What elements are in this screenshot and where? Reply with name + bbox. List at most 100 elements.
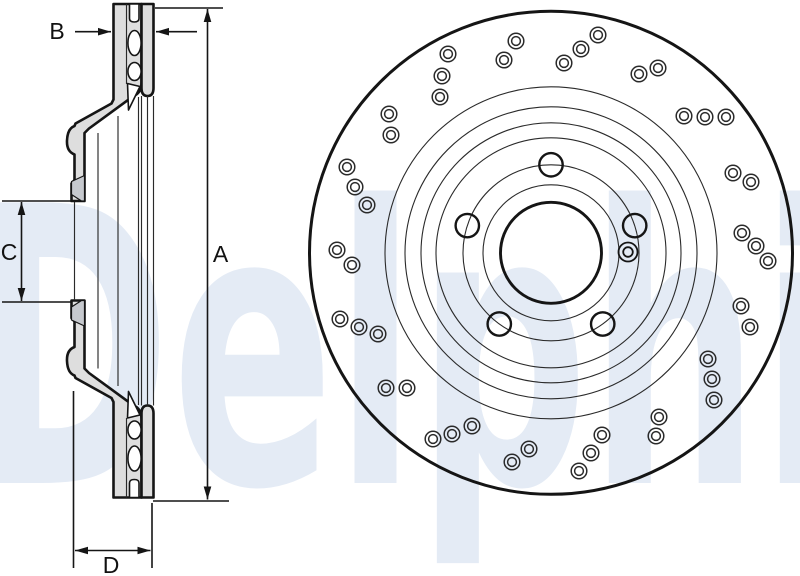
drill-hole-outer [398, 379, 416, 397]
drill-hole-outer [328, 241, 346, 259]
drill-hole-outer [377, 379, 395, 397]
drill-hole-inner [708, 394, 720, 406]
front-view [308, 9, 794, 496]
drill-hole-outer [733, 224, 751, 242]
drill-hole-outer [696, 108, 714, 126]
dim-d-arrow-head [75, 546, 88, 555]
drill-hole-inner [401, 382, 413, 394]
vent-opening [127, 420, 142, 440]
flange-shading-bottom [70, 299, 86, 327]
drill-hole-outer [675, 107, 693, 125]
locating-pin-hole-inner [622, 246, 634, 258]
drill-hole-outer [582, 444, 600, 462]
vent-slot-top [128, 3, 140, 23]
drill-hole-outer [593, 426, 611, 444]
bolt-hole [621, 212, 648, 239]
dim-d-arrow-head [137, 546, 151, 555]
drill-hole-inner [736, 227, 748, 239]
drill-hole-inner [633, 68, 645, 80]
drill-hole-outer [747, 237, 765, 255]
drill-hole-outer [343, 256, 361, 274]
bolt-hole [454, 212, 481, 239]
concentric-ring-circle [462, 164, 640, 342]
delphi-watermark-text: Delphi [0, 126, 800, 574]
drill-hole-outer [369, 325, 387, 343]
drill-hole-inner [383, 108, 395, 120]
dim-b-arrow-right-head [156, 27, 169, 36]
dim-c-arrow-head [17, 202, 26, 215]
drill-hole-inner [750, 240, 762, 252]
drill-hole-inner [652, 62, 664, 74]
drill-hole-outer [358, 196, 376, 214]
drill-hole-inner [575, 43, 587, 55]
drill-hole-inner [653, 411, 665, 423]
drill-hole-inner [372, 328, 384, 340]
drill-hole-inner [720, 111, 732, 123]
drill-hole-outer [589, 26, 607, 44]
drill-hole-inner [341, 161, 353, 173]
drill-hole-inner [498, 54, 510, 66]
drill-hole-inner [727, 167, 739, 179]
drill-hole-inner [434, 91, 446, 103]
drill-hole-inner [349, 181, 361, 193]
bolt-hole [589, 311, 616, 337]
drill-hole-inner [506, 456, 518, 468]
drill-hole-outer [424, 430, 442, 448]
locating-pin-hole-outer [617, 241, 639, 263]
drill-hole-outer [507, 32, 525, 50]
drill-hole-outer [572, 40, 590, 58]
drill-hole-outer [439, 45, 457, 63]
drill-hole-inner [745, 176, 757, 188]
drill-hole-inner [442, 48, 454, 60]
dim-label-c: C [1, 239, 18, 265]
drill-hole-inner [510, 35, 522, 47]
drill-hole-inner [699, 111, 711, 123]
vent-opening [127, 61, 142, 82]
bolt-hole [486, 311, 513, 337]
drill-hole-inner [678, 110, 690, 122]
drill-hole-outer [520, 440, 538, 458]
drill-hole-outer [433, 67, 451, 85]
drill-hole-outer [732, 297, 750, 315]
drill-hole-inner [650, 430, 662, 442]
drill-hole-outer [647, 427, 665, 445]
concentric-ring-circle [404, 106, 698, 400]
drill-hole-outer [741, 318, 759, 336]
drill-hole-inner [762, 255, 774, 267]
drill-hole-inner [523, 443, 535, 455]
drill-hole-outer [724, 164, 742, 182]
drill-hole-outer [331, 310, 349, 328]
drill-hole-outer [742, 173, 760, 191]
drill-hole-outer [699, 350, 717, 368]
vent-wedge-top [126, 82, 141, 111]
outboard-plate-bottom [140, 404, 155, 499]
dim-label-d: D [103, 552, 120, 576]
concentric-ring-circle [420, 122, 682, 384]
drill-hole-outer [705, 391, 723, 409]
drill-hole-inner [558, 57, 570, 69]
drill-hole-outer [346, 178, 364, 196]
section-top-half [65, 2, 143, 203]
drill-hole-outer [703, 370, 721, 388]
drill-hole-inner [427, 433, 439, 445]
drill-hole-inner [436, 70, 448, 82]
drill-hole-inner [331, 244, 343, 256]
drill-hole-outer [717, 108, 735, 126]
drill-hole-outer [463, 417, 481, 435]
drill-hole-outer [555, 54, 573, 72]
cross-section-view [65, 2, 155, 499]
dim-label-a: A [213, 241, 229, 267]
concentric-ring-circle [384, 86, 718, 420]
dim-a-arrow-head [203, 486, 212, 500]
vent-wedge-bottom [126, 390, 141, 419]
drill-hole-inner [744, 321, 756, 333]
vent-slot-bottom [128, 478, 140, 499]
dim-a-arrow-head [203, 9, 212, 22]
drill-hole-inner [592, 29, 604, 41]
center-bore-circle [499, 200, 603, 305]
drill-hole-outer [495, 51, 513, 69]
drill-hole-inner [585, 447, 597, 459]
outboard-plate-top [140, 2, 155, 98]
